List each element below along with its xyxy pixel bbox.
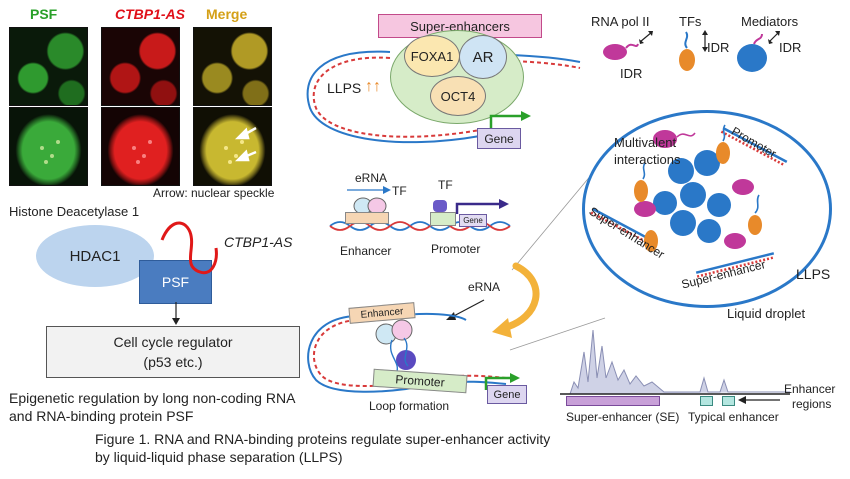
- micro-caption: Arrow: nuclear speckle: [153, 186, 275, 200]
- merge-image-zoom: [193, 107, 272, 186]
- enhancer-label-middle: Enhancer: [340, 244, 392, 258]
- merge-channel-label: Merge: [206, 6, 248, 22]
- ctbp-channel-label: CTBP1-AS: [115, 6, 186, 22]
- llps-up-arrows: ↑↑: [365, 78, 381, 95]
- gene-box-middle: Gene: [459, 214, 487, 227]
- erna-top-label: eRNA: [355, 171, 388, 185]
- hdac-caption-line2: and RNA-binding protein PSF: [9, 408, 194, 424]
- rnapol-label: RNA pol II: [591, 14, 650, 29]
- ctbp-image-top: [101, 27, 180, 106]
- loop-erna-label: eRNA: [468, 280, 501, 294]
- typical-region-bar-1: [700, 396, 713, 406]
- foxa1-factor: FOXA1: [404, 35, 460, 77]
- curved-orange-arrow: [492, 262, 540, 338]
- enhancer-region-box: [345, 212, 389, 224]
- typical-region-label: Typical enhancer: [688, 410, 779, 424]
- psf-channel-label: PSF: [30, 6, 58, 22]
- super-enhancers-header: Super-enhancers: [378, 14, 542, 38]
- enhancer-regions-line1: Enhancer: [784, 382, 836, 396]
- tf-label-promoter: TF: [438, 178, 453, 192]
- oct4-factor: OCT4: [430, 76, 486, 116]
- tf-icon: [679, 31, 695, 71]
- enhancer-regions-arrow: [738, 396, 780, 404]
- gene-box-loop: Gene: [487, 385, 527, 404]
- enhancer-regions-line2: regions: [792, 397, 832, 411]
- ctbp-rna-label: CTBP1-AS: [224, 234, 293, 250]
- peak-signal: [560, 329, 790, 395]
- hdac-title: Histone Deacetylase 1: [9, 204, 140, 219]
- transcription-arrow-top: [489, 111, 531, 128]
- hdac-caption-line1: Epigenetic regulation by long non-coding…: [9, 390, 296, 406]
- tf-idr-label: IDR: [707, 40, 730, 55]
- droplet-contents: [590, 124, 788, 278]
- mediator-idr-arrow: [768, 31, 780, 44]
- loop-formation-label: Loop formation: [369, 399, 450, 413]
- ar-factor: AR: [459, 35, 507, 79]
- promoter-label-middle: Promoter: [431, 242, 481, 256]
- droplet-llps-label: LLPS: [796, 266, 831, 282]
- multivalent-line2: interactions: [614, 152, 681, 167]
- ctbp-image-zoom: [101, 107, 180, 186]
- speckle-arrows: [234, 126, 257, 162]
- tf-idr-arrow: [702, 30, 708, 52]
- figure-caption-line1: Figure 1. RNA and RNA-binding proteins r…: [95, 431, 551, 447]
- hdac1-protein: HDAC1: [36, 225, 154, 287]
- tfs-label: TFs: [679, 14, 702, 29]
- ctbp-rna-strand: [160, 221, 218, 275]
- llps-top-label: LLPS: [327, 80, 362, 96]
- mediators-label: Mediators: [741, 14, 799, 29]
- psf-to-regulator-arrow: [172, 302, 180, 325]
- psf-image-zoom: [9, 107, 88, 186]
- gene-box-top: Gene: [477, 128, 521, 149]
- liquid-droplet-label: Liquid droplet: [727, 306, 806, 321]
- rnapol-icon: [603, 43, 639, 60]
- se-region-label: Super-enhancer (SE): [566, 410, 680, 424]
- multivalent-line1: Multivalent: [614, 135, 677, 150]
- mediator-idr-label: IDR: [779, 40, 802, 55]
- typical-region-bar-2: [722, 396, 735, 406]
- tf-label-enhancer: TF: [392, 184, 407, 198]
- psf-image-top: [9, 27, 88, 106]
- regulator-line2: (p53 etc.): [143, 354, 203, 370]
- psf-protein: PSF: [139, 260, 212, 304]
- rnapol-idr-label: IDR: [620, 66, 643, 81]
- erna-transcript-arrow: [347, 186, 391, 194]
- rnapol-idr-arrow: [639, 31, 653, 44]
- promoter-region-box: [430, 212, 456, 226]
- mediator-icon: [737, 33, 767, 72]
- transcription-arrow-loop: [484, 373, 520, 390]
- cell-cycle-regulator-box: Cell cycle regulator (p53 etc.): [46, 326, 300, 378]
- merge-image-top: [193, 27, 272, 106]
- figure-caption-line2: by liquid-liquid phase separation (LLPS): [95, 449, 343, 465]
- regulator-line1: Cell cycle regulator: [113, 334, 233, 350]
- se-region-bar: [566, 396, 660, 406]
